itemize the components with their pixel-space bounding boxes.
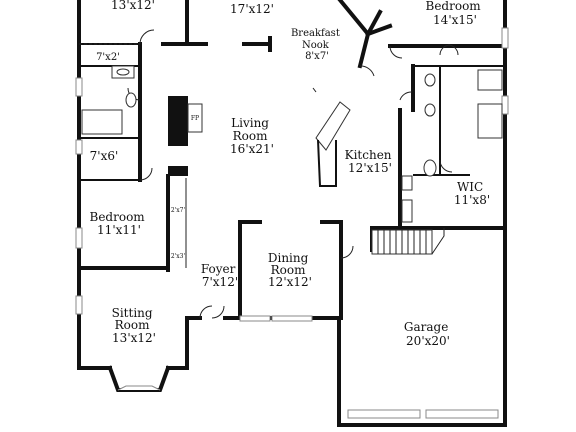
room-labels: 13'x12' 17'x12' Breakfast Nook 8'x7' Bed…: [90, 0, 491, 348]
interior-walls: [77, 0, 507, 320]
room-label-7x6: 7'x6': [90, 149, 119, 163]
room-label-closet-7x2: 7'x2': [96, 52, 120, 63]
room-label-bedroom-left: Bedroom 11'x11': [90, 210, 149, 237]
doors: [79, 29, 459, 319]
windows: [75, 27, 509, 419]
room-label-wic: WIC 11'x8': [454, 180, 490, 207]
fireplace-hearth: [187, 103, 203, 133]
room-label-living-room: Living Room 16'x21': [230, 116, 274, 156]
room-label-bedroom-top-right: Bedroom 14'x15': [426, 0, 485, 27]
room-label-closet-2x3: 2'x3': [171, 253, 186, 260]
staircase: [371, 228, 445, 255]
room-label-kitchen: Kitchen 12'x15': [345, 148, 396, 175]
room-label-sitting-room: Sitting Room 13'x12': [112, 306, 157, 345]
room-label-foyer: Foyer 7'x12': [201, 262, 239, 289]
room-label-dining-room: Dining Room 12'x12': [268, 251, 312, 289]
room-label-garage: Garage 20'x20': [404, 320, 452, 348]
room-label-breakfast-nook: Breakfast Nook 8'x7': [291, 28, 343, 62]
fixtures: [81, 65, 503, 223]
room-label-top-left: 13'x12': [111, 0, 155, 12]
room-label-top-center: 17'x12': [230, 2, 274, 16]
fireplace-label: FP: [191, 115, 199, 122]
room-label-closet-2x7: 2'x7': [171, 207, 186, 214]
